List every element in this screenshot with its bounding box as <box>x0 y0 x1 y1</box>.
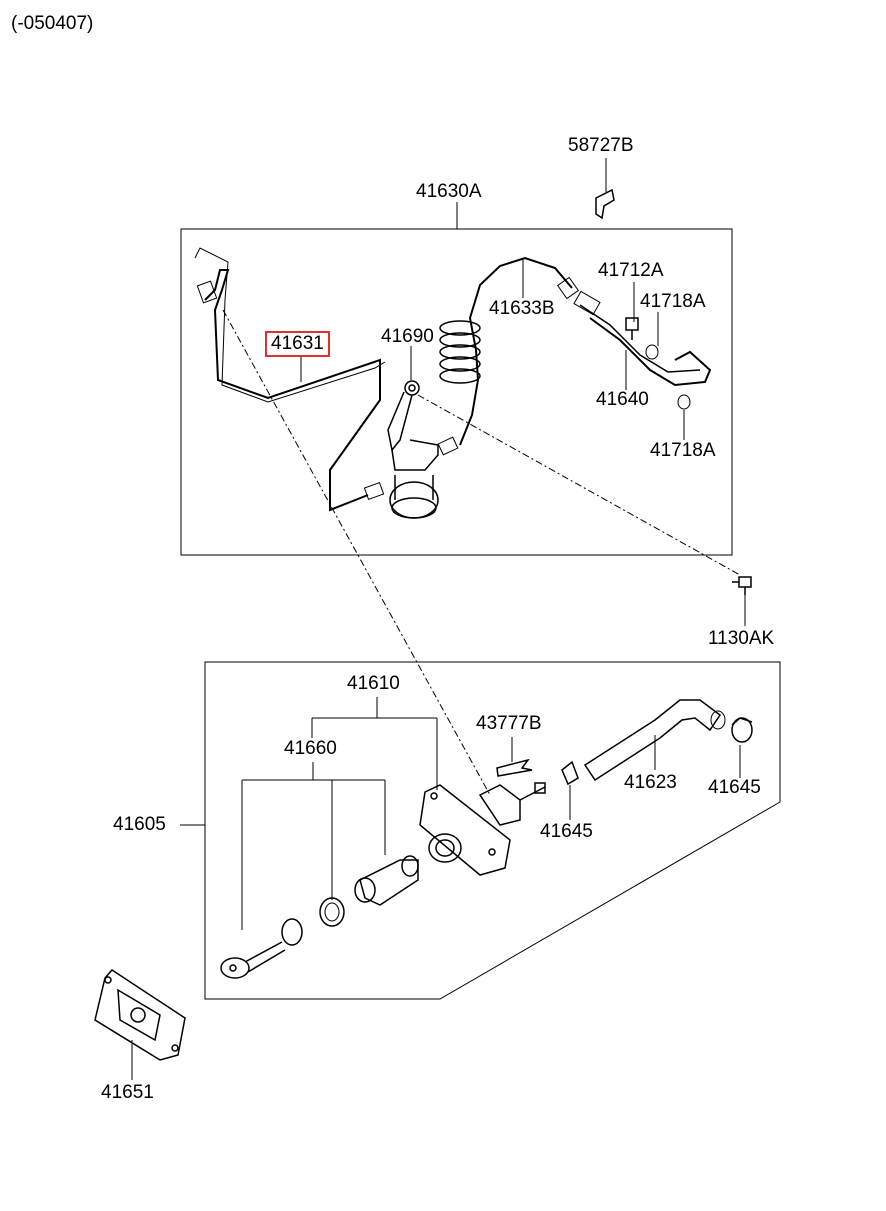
assembly-frame-41605 <box>204 661 781 1000</box>
bracket-41690 <box>387 380 439 519</box>
washer-41718A-top <box>645 344 659 360</box>
callout-41623: 41623 <box>624 772 677 793</box>
tube-end-fitting-coil <box>437 436 459 456</box>
clamp-41645-mid <box>561 760 579 786</box>
tube-41631-outline <box>194 247 386 403</box>
ring-41660 <box>319 897 345 927</box>
callout-41651: 41651 <box>101 1082 154 1103</box>
range-code: (-050407) <box>11 13 94 34</box>
hose-41623 <box>583 699 722 782</box>
callout-41712A: 41712A <box>598 260 664 281</box>
callout-41718A-top: 41718A <box>640 291 706 312</box>
hose-41640-inner <box>579 304 701 373</box>
callout-58727B: 58727B <box>568 135 634 156</box>
clamp-41645-right <box>731 717 753 743</box>
pushrod-41660 <box>220 918 303 979</box>
tube-coil <box>439 320 481 384</box>
tube-41631 <box>204 269 381 512</box>
callout-41645-right: 41645 <box>708 777 761 798</box>
hose-41623-end <box>710 710 726 730</box>
bolt-1130AK <box>732 576 752 595</box>
clip-58727B <box>595 188 615 220</box>
callout-41660: 41660 <box>284 738 337 759</box>
callout-41630A: 41630A <box>416 181 482 202</box>
ring-41660-inner <box>324 902 340 922</box>
callout-41640: 41640 <box>596 389 649 410</box>
hose-fitting <box>573 290 601 316</box>
callout-41645-mid: 41645 <box>540 821 593 842</box>
callout-41633B: 41633B <box>489 298 555 319</box>
leader-lines <box>131 158 746 1080</box>
callout-43777B: 43777B <box>476 713 542 734</box>
bolt-41712A <box>625 317 639 340</box>
callout-41718A-bottom: 41718A <box>650 440 716 461</box>
callout-41631[interactable]: 41631 <box>265 331 330 357</box>
clip-43777B <box>496 758 533 777</box>
slave-cylinder-41610 <box>419 782 546 876</box>
hose-41640 <box>589 317 712 387</box>
callout-1130AK: 1130AK <box>708 628 775 649</box>
tube-end-fitting-left <box>196 280 218 304</box>
tube-end-fitting-right <box>363 481 385 501</box>
piston-41660 <box>354 855 419 906</box>
gasket-41651 <box>94 969 186 1061</box>
callout-41690: 41690 <box>381 326 434 347</box>
reference-lines <box>222 309 741 796</box>
callout-41605: 41605 <box>113 814 166 835</box>
tube-end-fitting-top <box>556 276 580 300</box>
callout-41610: 41610 <box>347 673 400 694</box>
tube-41633B <box>459 256 573 446</box>
washer-41718A-bottom <box>677 394 691 410</box>
